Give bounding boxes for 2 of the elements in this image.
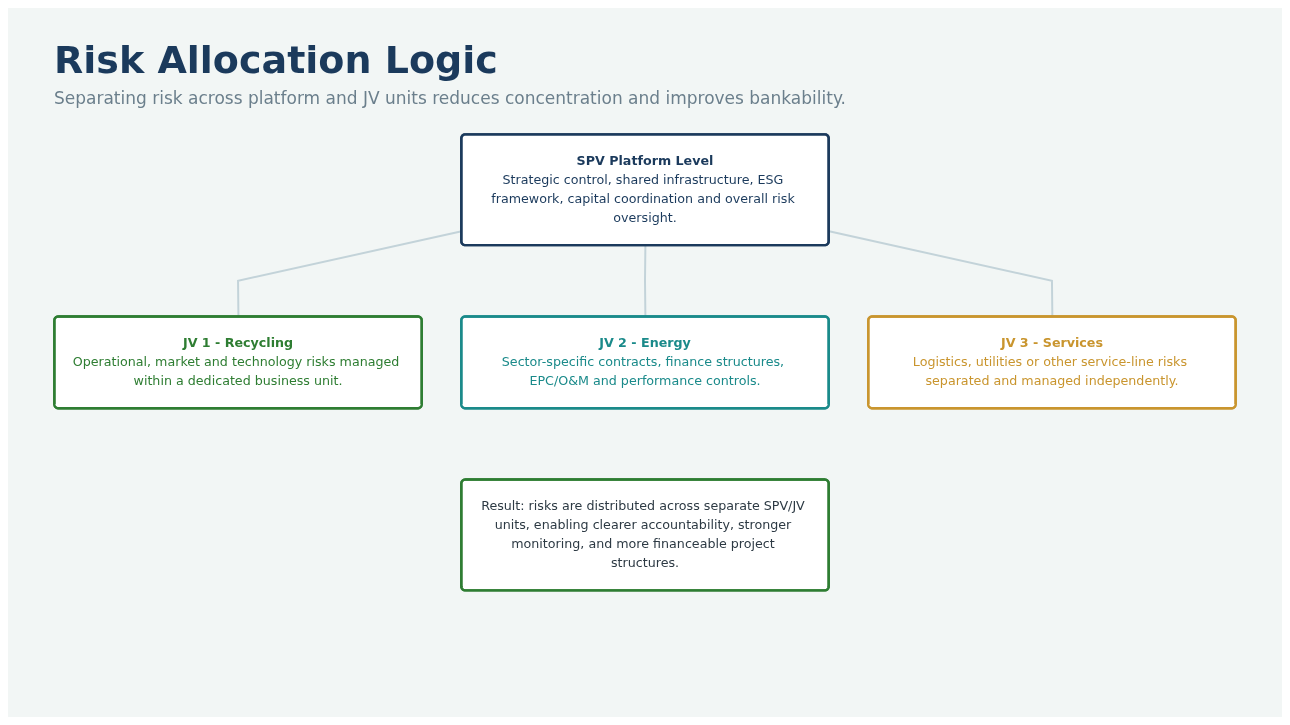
title: Risk Allocation Logic [54, 38, 498, 82]
subtitle: Separating risk across platform and JV units reduces concentration and improves bankability. [54, 88, 846, 108]
